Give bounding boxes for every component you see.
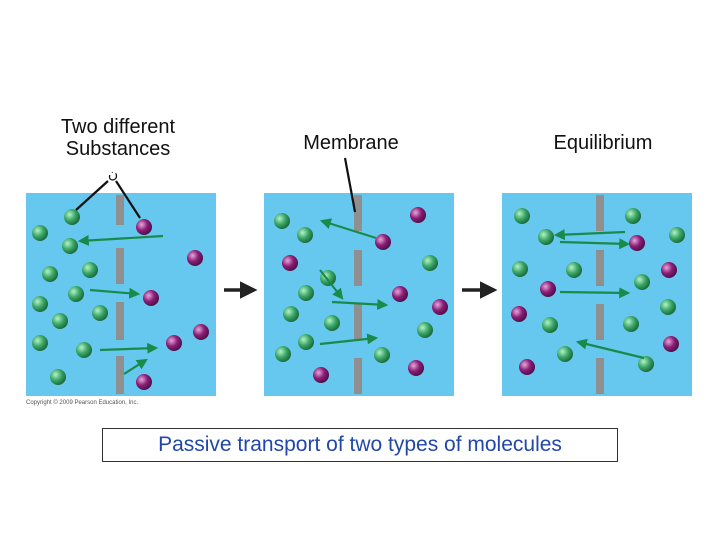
panel-1-arrows	[77, 234, 164, 375]
label-two-different-substances: Two different Substances	[30, 116, 206, 160]
label-equilibrium: Equilibrium	[553, 132, 653, 154]
membrane-2	[354, 195, 362, 394]
substances-leader-glyph: ن	[108, 166, 118, 182]
label-line-1: Two different	[60, 116, 176, 138]
panel-1-molecules	[32, 209, 209, 390]
label-membrane: Membrane	[303, 132, 399, 154]
copyright-notice: Copyright © 2009 Pearson Education, Inc.	[26, 400, 139, 406]
substances-leader-lines	[75, 180, 141, 219]
caption-box: Passive transport of two types of molecu…	[102, 428, 618, 462]
membrane-leader-line	[343, 157, 357, 213]
panel-2-molecules	[274, 207, 448, 383]
panel-3-arrows	[553, 229, 645, 360]
label-line-2: Substances	[65, 138, 171, 160]
membrane-3	[596, 195, 604, 394]
membrane-1	[116, 195, 124, 394]
panel-2-arrows	[319, 218, 389, 346]
panel-3-molecules	[511, 208, 685, 375]
